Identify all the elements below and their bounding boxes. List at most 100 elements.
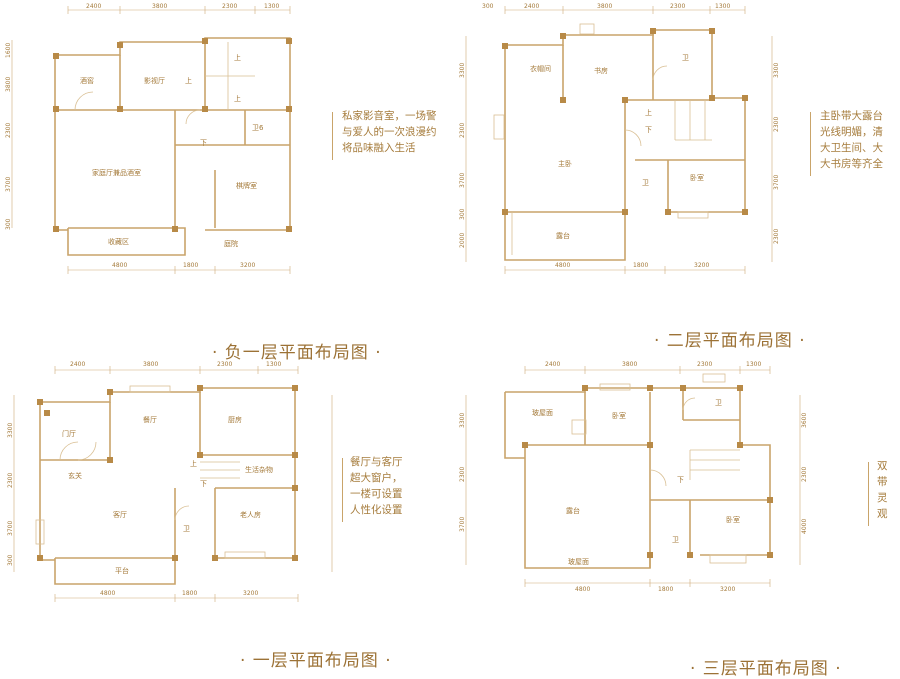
f3-room-bedroom-1: 卧室 bbox=[612, 411, 626, 420]
f3-room-glass-roof-2: 玻屋面 bbox=[568, 557, 589, 566]
f1-room-living: 客厅 bbox=[113, 510, 127, 519]
b1-room-chess: 棋牌室 bbox=[236, 181, 257, 190]
b1-room-wine-cellar: 酒窖 bbox=[80, 76, 94, 85]
f2-dim-top-4: 1300 bbox=[715, 3, 730, 10]
f3-dim-left-1: 3300 bbox=[459, 413, 466, 428]
f1-dim-top-2: 3800 bbox=[143, 361, 158, 368]
f1-description: 餐厅与客厅 超大窗户， 一楼可设置 人性化设置 bbox=[350, 454, 440, 518]
f2-desc-line: 光线明媚，清 bbox=[820, 126, 883, 138]
f2-dim-right-1: 3300 bbox=[773, 63, 780, 78]
f2-dim-left-1: 3300 bbox=[459, 63, 466, 78]
f2-desc-line: 大书房等齐全 bbox=[820, 158, 883, 170]
b1-dim-left-4: 3700 bbox=[5, 177, 12, 192]
f2-dim-left-4: 300 bbox=[459, 208, 466, 220]
f2-room-study: 书房 bbox=[594, 66, 608, 75]
title-f1: · 一层平面布局图 · bbox=[240, 651, 392, 671]
f3-dim-bottom-1: 4800 bbox=[575, 586, 590, 593]
f1-label-down: 下 bbox=[200, 480, 207, 488]
f3-desc-line: 灵 bbox=[877, 492, 888, 504]
b1-desc-line: 与爱人的一次浪漫约 bbox=[342, 126, 437, 138]
f3-room-terrace: 露台 bbox=[566, 506, 580, 515]
f2-dim-left-2: 2300 bbox=[459, 123, 466, 138]
f1-dim-left-4: 300 bbox=[7, 554, 14, 566]
b1-desc-line: 私家影音室，一场警 bbox=[342, 110, 437, 122]
f1-dim-bottom-2: 1800 bbox=[182, 590, 197, 597]
f2-dim-right-2: 2300 bbox=[773, 117, 780, 132]
b1-desc-line: 将品味融入生活 bbox=[342, 142, 416, 154]
b1-dim-top-1: 2400 bbox=[86, 3, 101, 10]
f3-room-bedroom-2: 卧室 bbox=[726, 515, 740, 524]
plan-f3: 2400 3800 2300 1300 3300 2300 3700 3600 … bbox=[459, 361, 808, 593]
f1-dim-top-3: 2300 bbox=[217, 361, 232, 368]
f1-desc-line: 超大窗户， bbox=[350, 472, 403, 484]
f2-desc-line: 主卧带大露台 bbox=[820, 110, 883, 122]
b1-room-collection: 收藏区 bbox=[108, 237, 129, 246]
f2-room-bath-1: 卫 bbox=[682, 54, 689, 62]
f2-dim-bottom-3: 3200 bbox=[694, 262, 709, 269]
b1-desc-rule bbox=[332, 112, 333, 160]
f2-desc-line: 大卫生间、大 bbox=[820, 142, 883, 154]
plan-f1: 2400 3800 2300 1300 3300 2300 3700 300 bbox=[7, 361, 333, 602]
b1-dim-left-1: 1600 bbox=[5, 43, 12, 58]
f1-room-elder: 老人房 bbox=[240, 510, 261, 519]
f2-label-down: 下 bbox=[645, 126, 652, 134]
f1-label-up: 上 bbox=[190, 459, 197, 468]
b1-dim-left-3: 2300 bbox=[5, 123, 12, 138]
f2-description: 主卧带大露台 光线明媚，清 大卫生间、大 大书房等齐全 bbox=[820, 108, 900, 172]
plan-b1: 2400 3800 2300 1300 1600 3800 2300 3700 … bbox=[5, 3, 292, 274]
f3-dim-top-1: 2400 bbox=[545, 361, 560, 368]
b1-dim-bottom-1: 4800 bbox=[112, 262, 127, 269]
f2-dim-top-1: 2400 bbox=[524, 3, 539, 10]
f2-dim-bottom-1: 4800 bbox=[555, 262, 570, 269]
b1-room-family-hall: 家庭厅兼品酒室 bbox=[92, 168, 141, 177]
f2-room-terrace: 露台 bbox=[556, 231, 570, 240]
f1-dim-left-2: 2300 bbox=[7, 473, 14, 488]
f2-label-up: 上 bbox=[645, 108, 652, 117]
b1-label-up-2: 上 bbox=[234, 53, 241, 62]
f3-dim-top-2: 3800 bbox=[622, 361, 637, 368]
f3-room-glass-roof-1: 玻屋面 bbox=[532, 408, 553, 417]
f3-dim-top-3: 2300 bbox=[697, 361, 712, 368]
f3-room-bath-2: 卫 bbox=[672, 536, 679, 544]
f1-desc-rule bbox=[342, 458, 343, 522]
f1-desc-line: 人性化设置 bbox=[350, 504, 403, 516]
b1-dim-bottom-2: 1800 bbox=[183, 262, 198, 269]
f3-dim-top-4: 1300 bbox=[746, 361, 761, 368]
f3-dim-bottom-2: 1800 bbox=[658, 586, 673, 593]
f3-dim-right-2: 2300 bbox=[801, 467, 808, 482]
f3-dim-right-3: 4000 bbox=[801, 519, 808, 534]
b1-label-down: 下 bbox=[200, 139, 207, 147]
b1-label-up-3: 上 bbox=[234, 94, 241, 103]
b1-dim-top-4: 1300 bbox=[264, 3, 279, 10]
f2-dim-top-extra: 300 bbox=[482, 3, 494, 10]
f2-room-bedroom: 卧室 bbox=[690, 173, 704, 182]
f1-dim-top-1: 2400 bbox=[70, 361, 85, 368]
f1-dim-bottom-1: 4800 bbox=[100, 590, 115, 597]
title-f3: · 三层平面布局图 · bbox=[690, 659, 842, 679]
f2-desc-rule bbox=[810, 112, 811, 176]
f3-label-down: 下 bbox=[677, 476, 684, 484]
f2-room-master: 主卧 bbox=[558, 159, 572, 168]
b1-description: 私家影音室，一场警 与爱人的一次浪漫约 将品味融入生活 bbox=[342, 108, 450, 156]
plan-f2: 300 2400 3800 2300 1300 3300 2300 3700 3… bbox=[459, 3, 780, 274]
b1-dim-left-5: 300 bbox=[5, 218, 12, 230]
b1-dim-top-3: 2300 bbox=[222, 3, 237, 10]
f3-description: 双 带 灵 观 bbox=[877, 458, 900, 522]
title-f2: · 二层平面布局图 · bbox=[654, 331, 806, 351]
f3-desc-line: 带 bbox=[877, 476, 888, 488]
f1-room-kitchen: 厨房 bbox=[228, 415, 242, 424]
b1-label-up-1: 上 bbox=[185, 76, 192, 85]
f2-dim-right-4: 2300 bbox=[773, 229, 780, 244]
f2-dim-top-3: 2300 bbox=[670, 3, 685, 10]
f1-desc-line: 餐厅与客厅 bbox=[350, 456, 403, 468]
f1-room-foyer: 门厅 bbox=[62, 429, 76, 438]
b1-dim-top-2: 3800 bbox=[152, 3, 167, 10]
b1-room-theater: 影视厅 bbox=[144, 76, 165, 85]
f2-dim-left-5: 2000 bbox=[459, 233, 466, 248]
f3-dim-bottom-3: 3200 bbox=[720, 586, 735, 593]
f3-room-bath-1: 卫 bbox=[715, 399, 722, 407]
b1-dim-left-2: 3800 bbox=[5, 77, 12, 92]
f1-room-entry: 玄关 bbox=[68, 471, 82, 480]
b1-dim-bottom-3: 3200 bbox=[240, 262, 255, 269]
